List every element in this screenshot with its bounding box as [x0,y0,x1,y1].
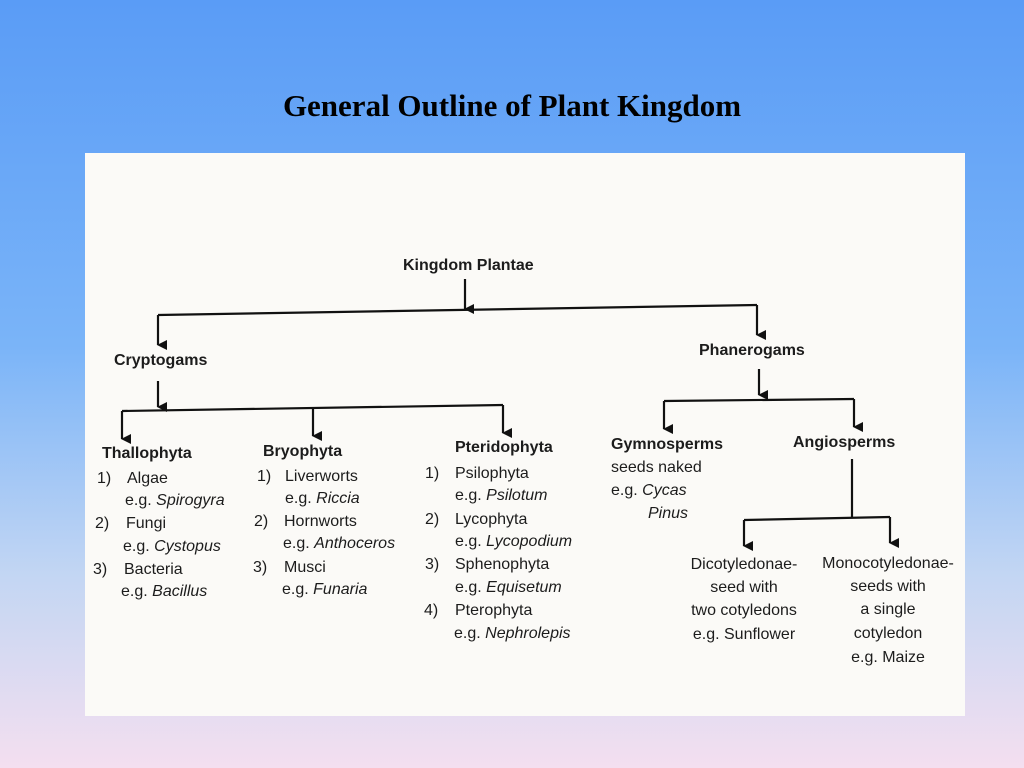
thallophyta-name-3: Bacteria [124,561,183,578]
thallophyta-name-2: Fungi [126,515,167,532]
eg-label: e.g. [125,492,152,509]
monocot-line-5: e.g. Maize [851,649,925,666]
bryophyta-num-1: 1) [257,468,272,485]
node-angiosperms: Angiosperms [793,434,896,451]
bryophyta-num-3: 3) [253,559,268,576]
pteridophyta-name-1: Psilophyta [455,465,529,482]
pteridophyta-eg-3: e.g. Equisetum [455,580,562,596]
thallophyta-example-2: Cystopus [154,538,221,555]
node-cryptogams: Cryptogams [114,352,208,369]
thallophyta-example-1: Spirogyra [156,492,225,509]
pteridophyta-name-4: Pterophyta [455,602,533,619]
dicot-line-2: seed with [710,579,778,596]
eg-label: e.g. [455,487,482,504]
pteridophyta-name-3: Sphenophyta [455,556,550,573]
eg-label: e.g. [455,579,482,596]
bryophyta-example-1: Riccia [316,490,360,507]
pteridophyta-num-2: 2) [425,511,440,528]
thallophyta-num-3: 3) [93,561,108,578]
thallophyta-name-1: Algae [127,470,168,487]
eg-label: e.g. [285,490,312,507]
thallophyta-eg-2: e.g. Cystopus [123,539,221,555]
node-bryophyta: Bryophyta [263,443,343,460]
pteridophyta-example-4: Nephrolepis [485,625,571,642]
bryophyta-example-3: Funaria [313,581,368,598]
eg-label: e.g. [611,482,638,499]
bryophyta-eg-1: e.g. Riccia [285,491,360,507]
pteridophyta-num-3: 3) [425,556,440,573]
bryophyta-example-2: Anthoceros [314,535,396,552]
thallophyta-example-3: Bacillus [152,583,208,600]
node-gymnosperms: Gymnosperms [611,436,724,453]
pteridophyta-example-3: Equisetum [486,579,562,596]
bryophyta-name-2: Hornworts [284,513,357,530]
gymnosperms-example-2-text: Pinus [648,505,689,522]
bar-phanerogams [663,397,855,403]
monocot-line-3: a single [860,601,916,618]
bar-main [157,303,758,317]
dicot-line-1: Dicotyledonae- [690,556,798,573]
slide-title: General Outline of Plant Kingdom [282,88,742,123]
eg-label: e.g. [282,581,309,598]
dicot-line-4: e.g. Sunflower [692,626,796,643]
monocot-line-4: cotyledon [853,625,923,642]
node-phanerogams: Phanerogams [699,342,805,359]
pteridophyta-name-2: Lycophyta [455,511,528,528]
dicot-line-3: two cotyledons [691,602,797,619]
pteridophyta-example-1: Psilotum [486,487,548,504]
eg-label: e.g. [455,533,482,550]
monocot-line-2: seeds with [850,578,926,595]
thallophyta-num-2: 2) [95,515,110,532]
connector-lines [120,279,899,551]
eg-label: e.g. [123,538,150,555]
node-thallophyta: Thallophyta [102,445,192,462]
eg-label: e.g. [283,535,310,552]
monocot-line-1: Monocotyledonae- [822,555,954,572]
pteridophyta-eg-1: e.g. Psilotum [455,488,548,504]
pteridophyta-eg-4: e.g. Nephrolepis [454,626,571,642]
eg-label: e.g. [121,583,148,600]
bryophyta-num-2: 2) [254,513,269,530]
gymnosperms-desc: seeds naked [611,459,702,476]
bryophyta-eg-2: e.g. Anthoceros [283,536,395,552]
diagram-paper: Kingdom Plantae Cryptogams Phanerogams T… [85,153,965,716]
bar-angiosperms [743,515,891,522]
bryophyta-eg-3: e.g. Funaria [282,582,367,598]
bryophyta-name-3: Musci [284,559,326,576]
gymnosperms-example-2: Pinus [648,506,688,522]
pteridophyta-eg-2: e.g. Lycopodium [455,534,572,550]
pteridophyta-example-2: Lycopodium [486,533,573,550]
thallophyta-num-1: 1) [97,470,112,487]
thallophyta-eg-3: e.g. Bacillus [121,584,207,600]
node-kingdom-plantae: Kingdom Plantae [403,257,534,274]
node-pteridophyta: Pteridophyta [455,439,553,456]
eg-label: e.g. [454,625,481,642]
bryophyta-name-1: Liverworts [285,468,358,485]
pteridophyta-num-4: 4) [424,602,439,619]
thallophyta-eg-1: e.g. Spirogyra [125,493,225,509]
pteridophyta-num-1: 1) [425,465,440,482]
gymnosperms-example-1: Cycas [642,482,687,499]
gymnosperms-eg: e.g. Cycas [611,483,687,499]
